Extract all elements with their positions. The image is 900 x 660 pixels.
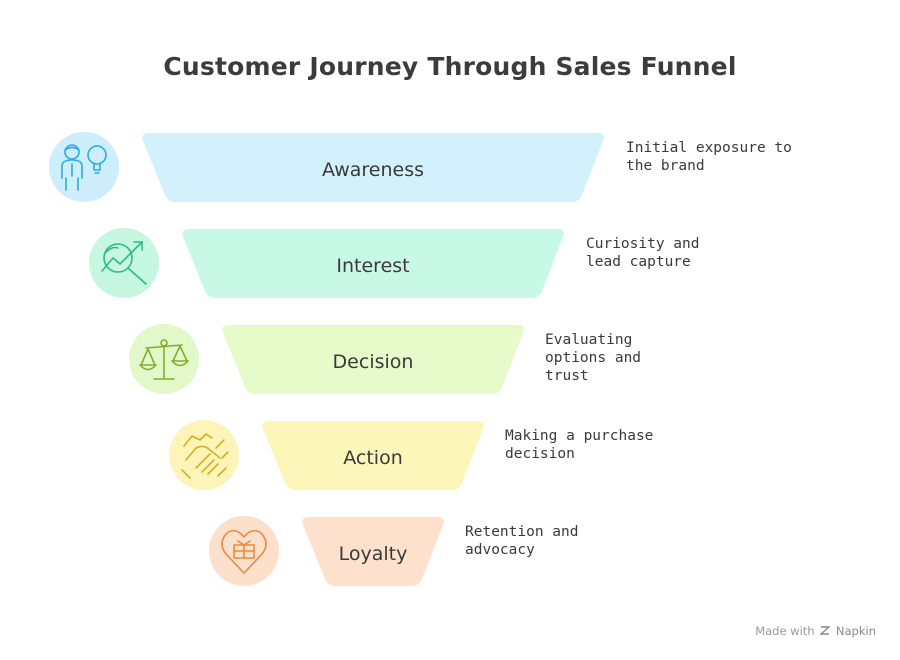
stage-label-decision: Decision	[333, 351, 414, 373]
stage-description-interest: Curiosity and lead capture	[586, 236, 700, 270]
funnel-band-loyalty	[302, 517, 444, 586]
napkin-footer[interactable]: Made with Napkin	[755, 624, 876, 638]
funnel-band-awareness	[142, 133, 604, 202]
magnifier-growth-chart-icon	[89, 228, 159, 298]
funnel-band-action	[262, 421, 484, 490]
funnel-band-interest	[182, 229, 564, 298]
stage-label-loyalty: Loyalty	[339, 543, 408, 565]
stage-description-loyalty: Retention and advocacy	[465, 524, 579, 558]
footer-brand: Napkin	[835, 624, 876, 638]
heart-gift-icon	[209, 516, 279, 586]
napkin-logo-icon	[819, 624, 832, 638]
stage-label-action: Action	[343, 447, 403, 469]
diagram-title: Customer Journey Through Sales Funnel	[163, 52, 737, 81]
footer-prefix: Made with	[755, 624, 815, 638]
funnel-stage-interest: Interest	[182, 229, 564, 298]
handshake-icon	[169, 420, 239, 490]
stage-description-action: Making a purchase decision	[505, 428, 654, 462]
stage-label-interest: Interest	[336, 255, 409, 277]
funnel-band-decision	[222, 325, 524, 394]
funnel-stage-awareness: Awareness	[142, 133, 604, 202]
funnel-stage-decision: Decision	[222, 325, 524, 394]
funnel-stage-loyalty: Loyalty	[302, 517, 444, 586]
balance-scale-icon	[129, 324, 199, 394]
stage-description-awareness: Initial exposure to the brand	[626, 140, 792, 174]
funnel-stage-action: Action	[262, 421, 484, 490]
stage-description-decision: Evaluating options and trust	[545, 332, 642, 384]
person-lightbulb-icon	[49, 132, 119, 202]
stage-label-awareness: Awareness	[322, 159, 424, 181]
